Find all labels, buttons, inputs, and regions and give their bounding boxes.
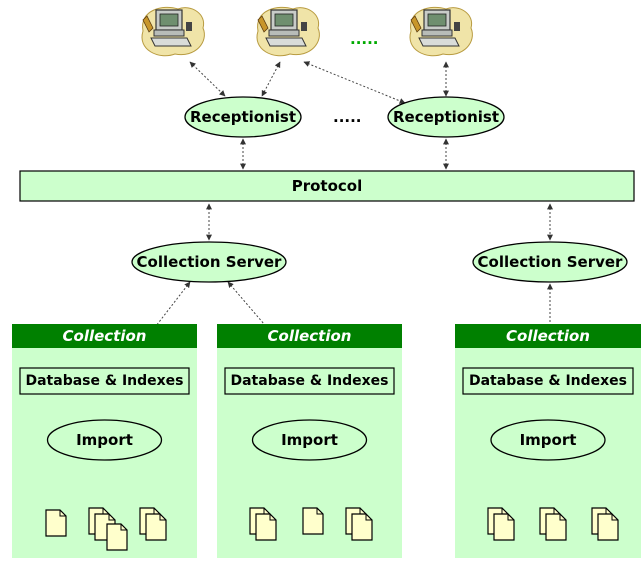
client-1-computer-terminal-icon: [141, 6, 206, 57]
receptionist-2-node: [387, 96, 505, 138]
collection-2-doc-2-document-icon: [302, 507, 324, 535]
collection-1-header: [12, 324, 197, 348]
collection-1-doc-1-document-icon: [45, 509, 67, 537]
protocol-bar: [19, 170, 635, 202]
receptionist-1-node: [184, 96, 302, 138]
collection-3-import-node: [490, 419, 606, 461]
diagram-nodes: [12, 6, 641, 558]
client-3-computer-terminal-icon: [409, 6, 474, 57]
collection-1-import-node: [46, 419, 163, 461]
collection-2-header: [217, 324, 402, 348]
more-clients-ellipsis: .....: [350, 30, 379, 48]
client-2-to-receptionist-2-arrow: [303, 61, 406, 104]
collection-server-1-node: [131, 241, 287, 283]
collection-2-database-box: [224, 367, 395, 395]
collection-3-database-box: [462, 367, 634, 395]
more-receptionists-ellipsis: .....: [333, 108, 362, 126]
collection-2-import-node: [251, 419, 368, 461]
collection-3-header: [455, 324, 641, 348]
client-2-computer-terminal-icon: [256, 6, 321, 57]
client-1-to-receptionist-1-arrow: [189, 61, 226, 97]
collection-1-doc-2-document-icon-extra: [106, 523, 128, 551]
collection-1-database-box: [19, 367, 190, 395]
client-2-to-receptionist-1-arrow: [261, 61, 281, 97]
collection-server-2-node: [472, 241, 628, 283]
